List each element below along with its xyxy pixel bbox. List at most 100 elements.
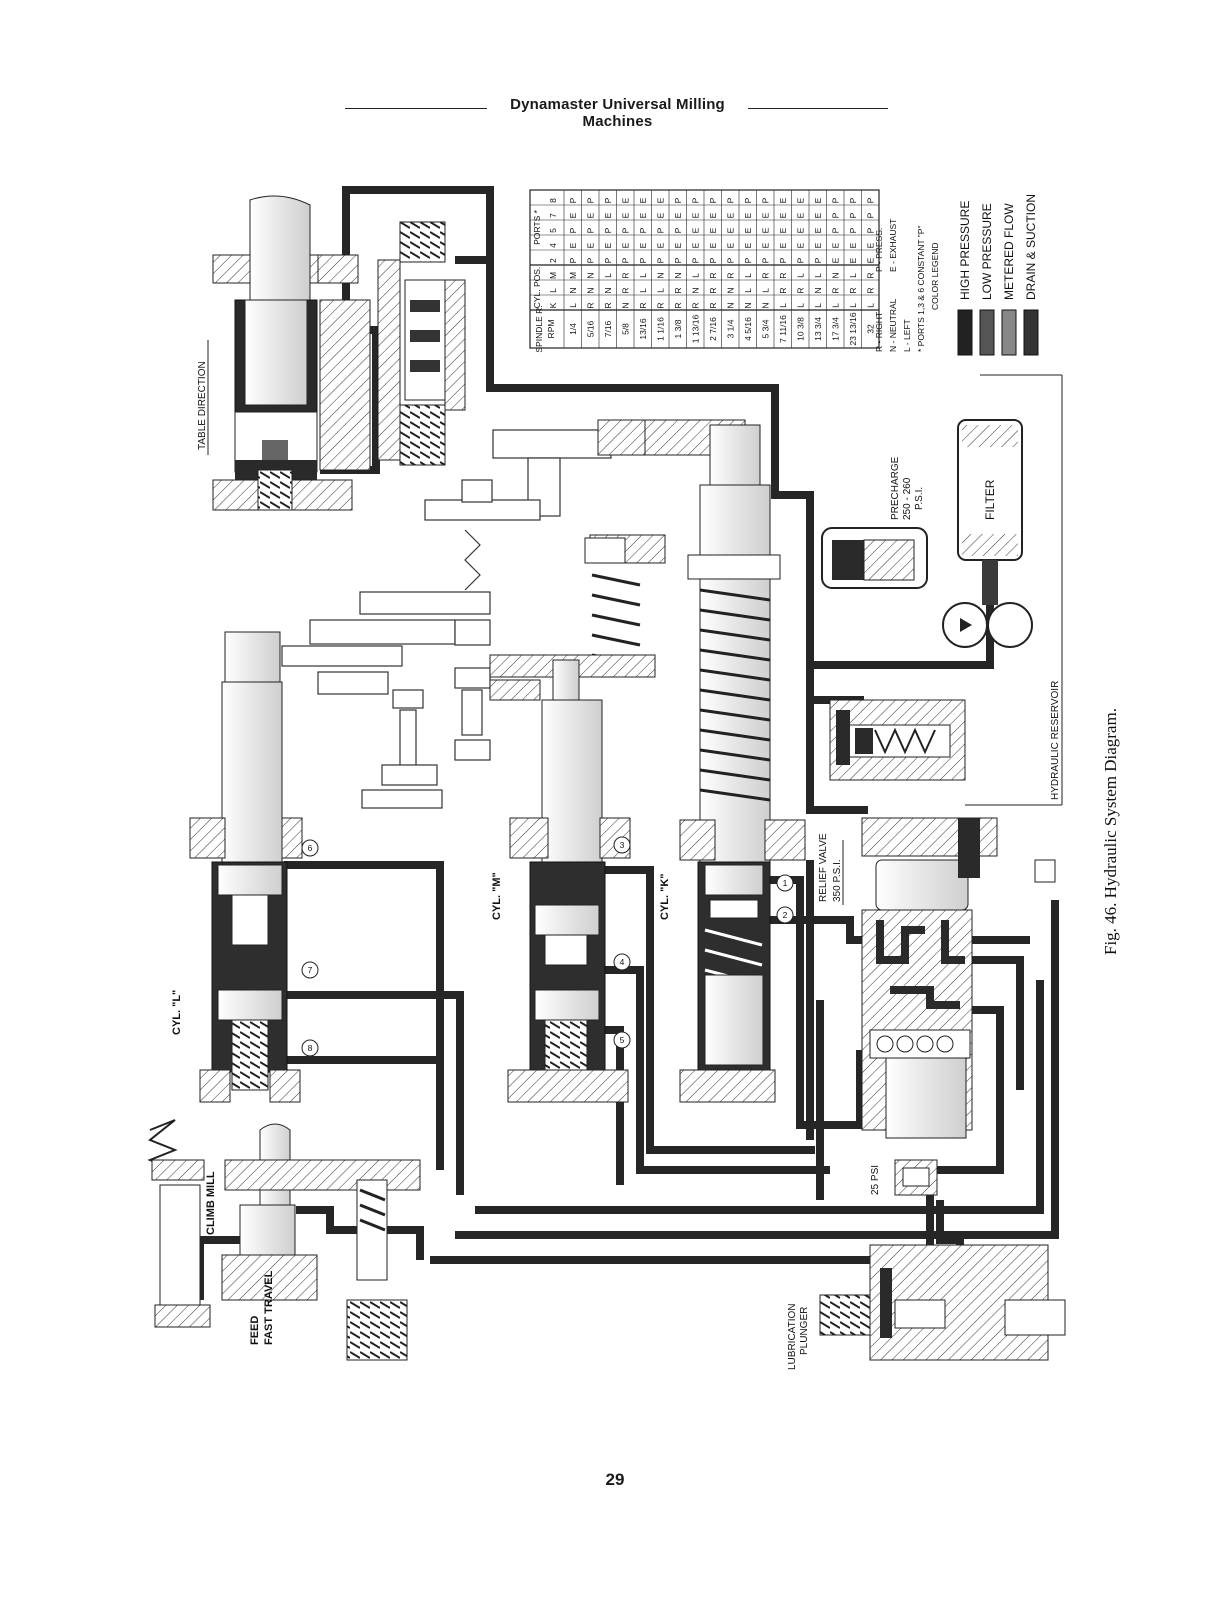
valve-lower-spring <box>399 404 446 466</box>
cyl-cell: R <box>690 302 700 308</box>
header-cyl-col: K <box>548 302 558 308</box>
color-swatch <box>1001 309 1017 356</box>
cyl-cell: L <box>655 288 665 293</box>
gear-train <box>281 429 612 809</box>
port-cell: E <box>813 212 823 218</box>
lubrication-plunger: LUBRICATION PLUNGER <box>787 1244 1066 1371</box>
table-shaft <box>249 195 311 301</box>
color-swatch <box>979 309 995 356</box>
port-cell: E <box>778 212 788 218</box>
header-spindle: SPINDLE R. <box>534 305 544 352</box>
port-cell: P <box>830 227 840 233</box>
port-cell: P <box>568 257 578 263</box>
port-cell: E <box>795 197 805 203</box>
reservoir-label: HYDRAULIC RESERVOIR <box>1050 681 1061 800</box>
header-port-col: 8 <box>548 198 558 203</box>
port-cell: E <box>865 242 875 248</box>
port-cell: E <box>865 257 875 263</box>
cyl-cell: N <box>830 272 840 278</box>
header-cyl-pos: CYL. POS. <box>532 267 542 309</box>
port-cell: E <box>673 242 683 248</box>
cyl-cell: L <box>848 273 858 278</box>
cyl-cell: R <box>638 302 648 308</box>
page-header: Dynamaster Universal Milling Machines <box>0 96 1230 130</box>
port-cell: E <box>655 197 665 203</box>
main-pressure-line <box>342 186 994 669</box>
color-legend-title: COLOR LEGEND <box>930 242 940 310</box>
port-marker-4: 4 <box>613 953 631 971</box>
port-cell: E <box>813 227 823 233</box>
cyl-cell: R <box>620 272 630 278</box>
cylinder-m: CYL. "M" <box>491 659 631 1103</box>
cyl-cell: L <box>830 303 840 308</box>
rpm-cell: 23 13/16 <box>848 312 858 345</box>
relief-valve-label: RELIEF VALVE <box>818 833 829 902</box>
port-cell: E <box>725 212 735 218</box>
selector-valve <box>861 817 998 1139</box>
cylinder-k: CYL. "K" <box>589 419 806 1103</box>
port-cell: P <box>848 212 858 218</box>
port-cell: P <box>673 227 683 233</box>
port-cell: E <box>673 212 683 218</box>
port-cell: E <box>585 242 595 248</box>
port-cell: E <box>725 227 735 233</box>
color-legend-label: METERED FLOW <box>1002 203 1016 300</box>
rpm-cell: 13 3/4 <box>813 317 823 341</box>
cyl-cell: R <box>603 302 613 308</box>
rpm-cell: 13/16 <box>638 318 648 340</box>
rpm-cell: 1 1/16 <box>655 317 665 341</box>
port-cell: P <box>760 197 770 203</box>
cyl-cell: N <box>655 272 665 278</box>
header-rpm: RPM <box>546 320 556 339</box>
port-cell: P <box>585 257 595 263</box>
cylinder-l: CYL. "L" <box>171 631 303 1103</box>
feed-line-b <box>455 900 1059 1239</box>
cyl-cell: L <box>795 273 805 278</box>
port-cell: P <box>620 227 630 233</box>
port-cell: E <box>568 212 578 218</box>
precharge-unit: P.S.I. <box>914 487 925 510</box>
cyl-cell: R <box>778 287 788 293</box>
port-cell: P <box>743 197 753 203</box>
header-cyl-col: L <box>548 288 558 293</box>
cyl-cell: N <box>690 287 700 293</box>
port-cell: E <box>743 242 753 248</box>
cyl-cell: R <box>830 287 840 293</box>
cyl-cell: R <box>673 287 683 293</box>
port-cell: P <box>795 257 805 263</box>
port-cell: E <box>760 212 770 218</box>
header-rule-left <box>345 108 487 109</box>
port-cell: E <box>603 242 613 248</box>
port-cell: E <box>655 212 665 218</box>
rpm-cell: 1 3/8 <box>673 319 683 338</box>
port-cell: E <box>725 242 735 248</box>
port5-line <box>604 1026 624 1185</box>
cyl-cell: N <box>725 302 735 308</box>
rpm-cell: 5/8 <box>620 323 630 335</box>
header-port-col: 4 <box>548 243 558 248</box>
rpm-cell: 10 3/8 <box>795 317 805 341</box>
port-cell: E <box>830 257 840 263</box>
check-valve-25psi: 25 PSI <box>870 1159 938 1196</box>
cyl-cell: L <box>603 273 613 278</box>
cyl-l-label: CYL. "L" <box>171 990 183 1035</box>
cyl-cell: R <box>848 287 858 293</box>
port-cell: P <box>708 197 718 203</box>
port-cell: P <box>778 257 788 263</box>
port-cell: P <box>638 257 648 263</box>
cyl-cell: R <box>760 272 770 278</box>
port-cell: E <box>848 257 858 263</box>
port-marker-7: 7 <box>301 961 319 979</box>
header-rule-right <box>748 108 888 109</box>
port-cell: E <box>568 242 578 248</box>
cyl-cell: R <box>778 272 788 278</box>
lubrication-label: LUBRICATION <box>787 1304 798 1371</box>
climb-mill-label: CLIMB MILL <box>205 1171 217 1235</box>
port-number: 6 <box>308 843 313 853</box>
port-cell: P <box>865 212 875 218</box>
legend-ports-note: * PORTS 1,3 & 6 CONSTANT "P" <box>916 226 926 353</box>
filter: FILTER <box>957 419 1023 605</box>
port-cell: P <box>655 257 665 263</box>
cyl-cell: L <box>638 288 648 293</box>
